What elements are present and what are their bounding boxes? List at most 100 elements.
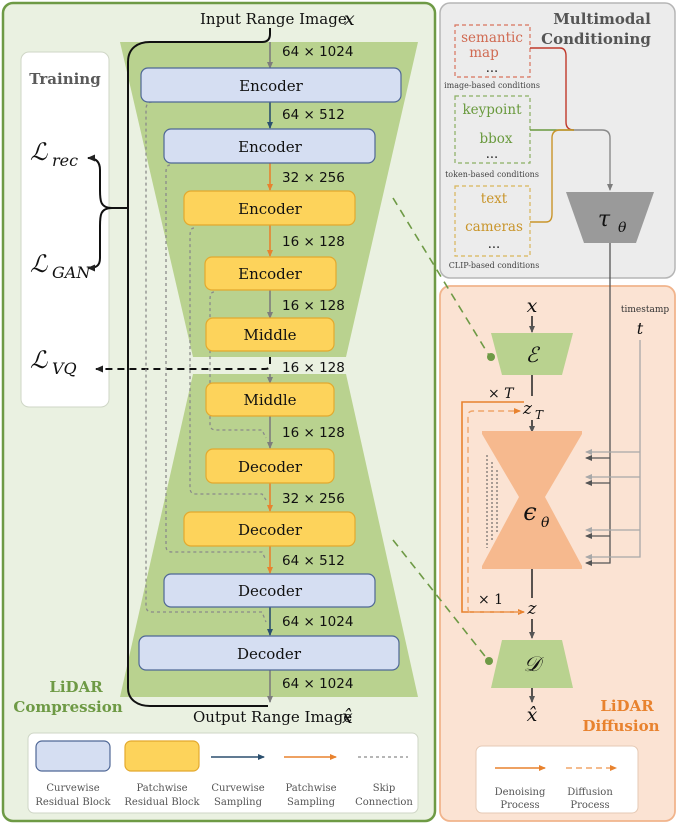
loss-vq-subscript: VQ [52, 359, 77, 378]
diffusion-legend-box [475, 745, 639, 814]
conditioning-title-1: Multimodal [553, 10, 651, 28]
token-condition-item: bbox [479, 131, 512, 147]
block-middle-1: Middle [205, 317, 335, 352]
diffusion-panel-label-2: Diffusion [583, 717, 660, 735]
svg-text:Connection: Connection [355, 797, 413, 808]
image-condition-item: semantic [461, 30, 523, 46]
legend-skip-connection: Skip Connection [355, 756, 413, 808]
skip-connections [145, 101, 267, 623]
loss-gan-symbol: ℒ [30, 250, 48, 278]
svg-text:Patchwise: Patchwise [136, 783, 187, 794]
loss-gan-subscript: GAN [52, 263, 91, 282]
svg-text:Diffusion: Diffusion [567, 787, 613, 798]
size-label: 64 × 512 [282, 107, 345, 123]
token-conditions-caption: token-based conditions [445, 170, 539, 179]
loss-rec: ℒ rec [30, 138, 78, 170]
image-condition-connector [530, 47, 575, 131]
rec-loss-arrow [87, 154, 128, 209]
svg-text:Middle: Middle [243, 391, 296, 409]
block-middle-2: Middle [205, 382, 335, 417]
block-decoder-1: Decoder [205, 448, 335, 484]
svg-text:Encoder: Encoder [238, 200, 303, 218]
clip-condition-item: cameras [465, 219, 523, 235]
diffusion-x-input: 𝑥 [527, 295, 538, 317]
decoder-link-dashed [392, 539, 489, 661]
image-conditions-box [454, 24, 531, 78]
svg-text:Curvewise: Curvewise [46, 783, 99, 794]
latent-encoder [491, 333, 573, 375]
size-label: 16 × 128 [282, 360, 345, 376]
timestamp-symbol: 𝑡 [637, 319, 644, 338]
conditioning-title-2: Conditioning [541, 30, 651, 48]
svg-text:Middle: Middle [243, 326, 296, 344]
image-condition-item: map [469, 45, 499, 61]
svg-text:Process: Process [570, 800, 609, 811]
tau-subscript: θ [618, 220, 627, 236]
tau-encoder [566, 192, 654, 243]
input-range-image-label: Input Range Image [200, 10, 347, 28]
size-label: 64 × 512 [282, 553, 345, 569]
input-bracket-line [127, 28, 271, 63]
legend-denoising-process: Denoising Process [495, 765, 546, 811]
clip-condition-ellipsis: ... [488, 237, 500, 252]
size-labels: 64 × 1024 64 × 512 32 × 256 16 × 128 16 … [282, 44, 353, 692]
output-range-image-label: Output Range Image [193, 708, 352, 726]
size-label: 64 × 1024 [282, 614, 353, 630]
size-label: 32 × 256 [282, 170, 345, 186]
zT-subscript: T [535, 408, 544, 422]
timestamp-label: timestamp [621, 305, 669, 315]
encoder-link-dashed [392, 197, 491, 358]
token-condition-item: keypoint [462, 102, 522, 118]
diffusion-xhat-output: 𝑥̂ [527, 704, 538, 726]
encoder-link-dot [487, 353, 495, 361]
svg-text:Encoder: Encoder [239, 77, 304, 95]
times-1-label: × 1 [478, 592, 503, 608]
svg-text:Encoder: Encoder [238, 265, 303, 283]
block-encoder-1: Encoder [140, 67, 402, 103]
block-encoder-4: Encoder [204, 256, 337, 291]
size-label: 32 × 256 [282, 491, 345, 507]
block-decoder-4: Decoder [138, 635, 400, 671]
legend-patchwise-sampling: Patchwise Sampling [284, 754, 337, 808]
diffusion-loop [467, 408, 521, 613]
loss-vq: ℒ VQ [30, 346, 77, 378]
clip-condition-item: text [481, 191, 508, 207]
diffusion-panel-label-1: LiDAR [600, 697, 654, 715]
loss-rec-symbol: ℒ [30, 138, 48, 166]
svg-text:Residual Block: Residual Block [35, 797, 111, 808]
svg-text:Residual Block: Residual Block [124, 797, 200, 808]
svg-text:Curvewise: Curvewise [211, 783, 264, 794]
svg-text:Decoder: Decoder [238, 582, 303, 600]
legend-curvewise-block: Curvewise Residual Block [35, 740, 112, 808]
zT-symbol: z [522, 399, 533, 419]
times-T-label: × 𝑇 [488, 386, 515, 402]
svg-text:Denoising: Denoising [495, 787, 546, 798]
epsilon-symbol: ϵ [523, 498, 536, 526]
svg-text:Decoder: Decoder [238, 521, 303, 539]
clip-conditions-caption: CLIP-based conditions [449, 261, 540, 270]
decoder-link-dot [485, 657, 493, 665]
size-label: 16 × 128 [282, 425, 345, 441]
gan-loss-arrow [87, 207, 113, 272]
input-x-symbol: 𝑥 [344, 8, 355, 30]
clip-condition-connector [530, 129, 574, 223]
svg-text:Skip: Skip [373, 783, 396, 794]
compression-panel-label-1: LiDAR [49, 678, 103, 696]
svg-text:Sampling: Sampling [214, 797, 263, 808]
image-condition-ellipsis: ... [486, 61, 498, 76]
legend-diffusion-process: Diffusion Process [566, 765, 617, 811]
timestamp-to-unet-arrows [585, 340, 641, 560]
training-box [20, 51, 110, 408]
training-title: Training [29, 70, 101, 88]
size-label: 64 × 1024 [282, 676, 353, 692]
block-encoder-3: Encoder [183, 190, 356, 226]
svg-text:Decoder: Decoder [238, 458, 303, 476]
epsilon-subscript: θ [541, 515, 550, 531]
block-encoder-2: Encoder [163, 128, 376, 164]
output-bracket-line [127, 62, 268, 707]
image-conditions-caption: image-based conditions [444, 81, 540, 90]
loss-gan: ℒ GAN [30, 250, 91, 282]
block-decoder-3: Decoder [163, 573, 376, 608]
tau-to-unet-arrows [585, 243, 611, 566]
